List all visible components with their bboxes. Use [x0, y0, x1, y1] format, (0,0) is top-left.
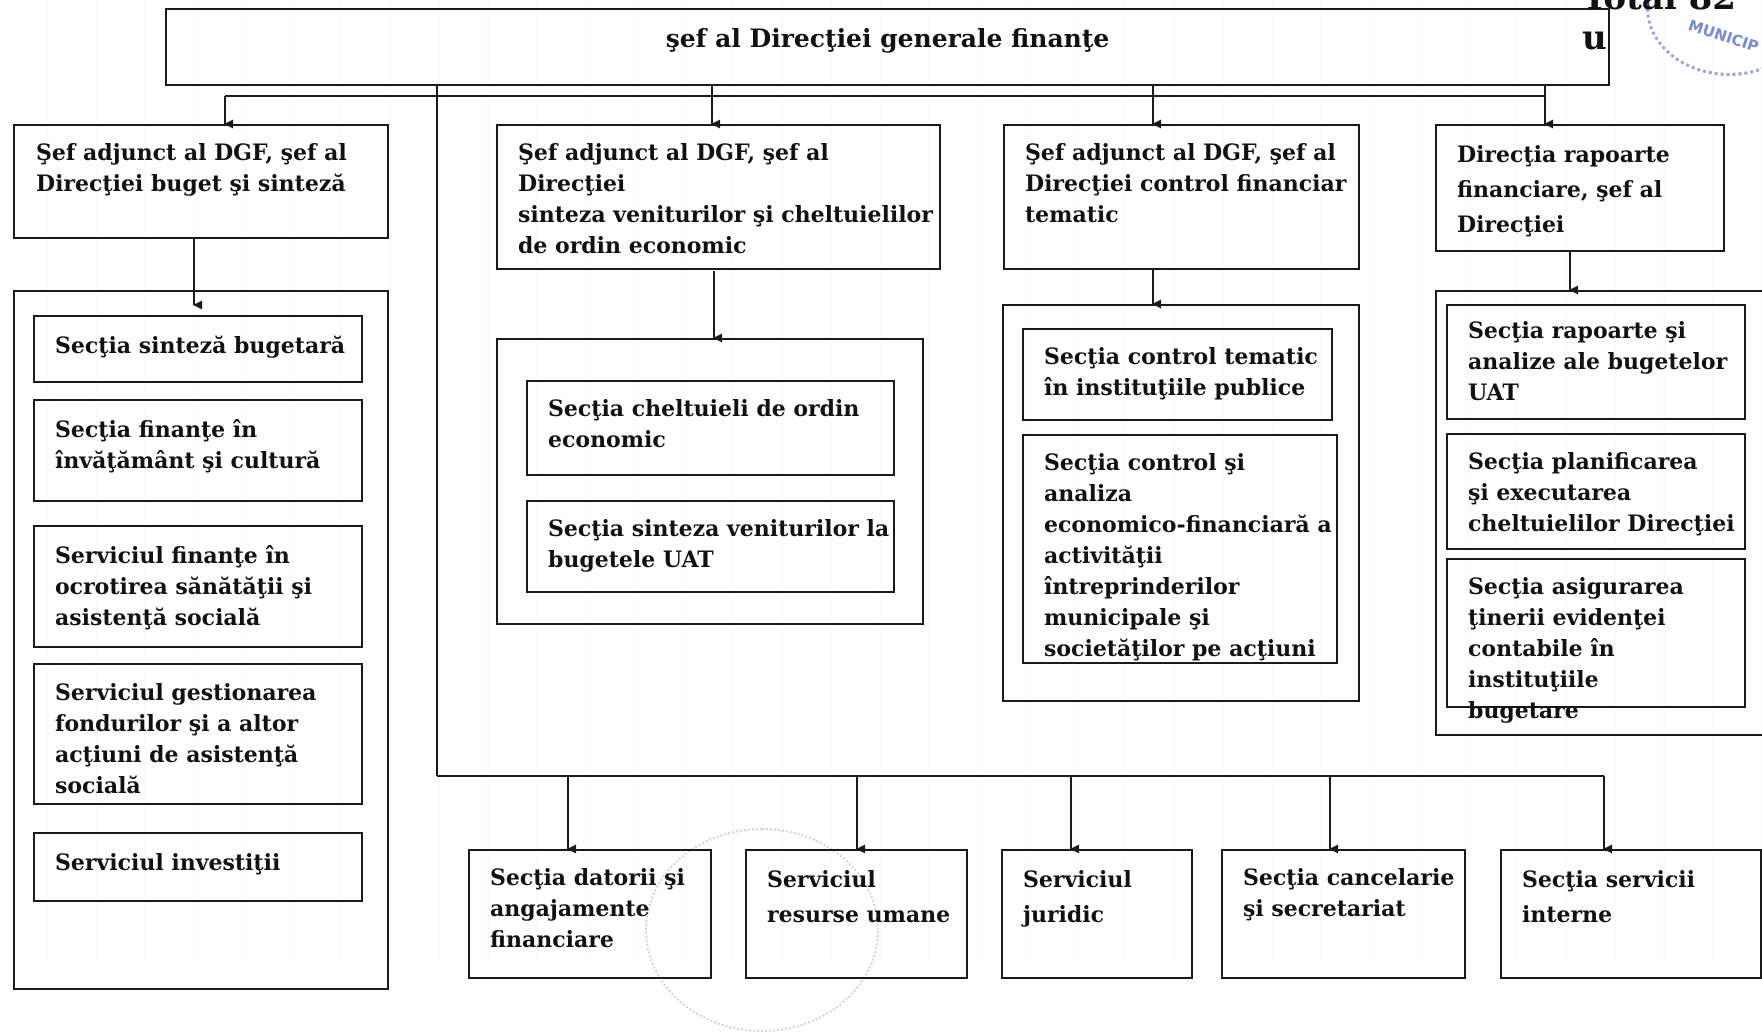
unit-box: Secţia sinteza veniturilor la bugetele U… — [526, 500, 895, 593]
unit-label: Secţia cancelarie şi secretariat — [1243, 865, 1455, 922]
unit-box: Secţia planificarea şi executarea cheltu… — [1446, 433, 1746, 550]
unit-box: Secţia control şi analiza economico-fina… — [1022, 434, 1338, 664]
unit-box: Secţia finanţe în învăţământ şi cultură — [33, 399, 363, 502]
unit-label: Secţia asigurarea ţinerii evidenţei cont… — [1468, 574, 1684, 724]
unit-label: Serviciul juridic — [1023, 867, 1132, 928]
unit-label: Secţia servicii interne — [1522, 867, 1695, 928]
group-rapoarte-financiare — [1435, 290, 1762, 736]
unit-label: Serviciul investiţii — [55, 850, 281, 876]
unit-label: Secţia finanţe în învăţământ şi cultură — [55, 417, 321, 474]
unit-label: Serviciul finanţe în ocrotirea sănătăţii… — [55, 543, 312, 631]
unit-label: Secţia sinteză bugetară — [55, 333, 346, 359]
deputy-box-rapoarte-financiare: Direcţia rapoarte financiare, şef al Dir… — [1435, 124, 1725, 252]
unit-label: Secţia sinteza veniturilor la bugetele U… — [548, 516, 890, 573]
group-control-financiar — [1002, 304, 1360, 702]
deputy-box-venituri-cheltuieli: Şef adjunct al DGF, şef al Direcţiei sin… — [496, 124, 941, 270]
deputy-box-control-financiar: Şef adjunct al DGF, şef al Direcţiei con… — [1003, 124, 1360, 270]
deputy-label: Şef adjunct al DGF, şef al Direcţiei con… — [1025, 140, 1347, 228]
deputy-label: Şef adjunct al DGF, şef al Direcţiei bug… — [36, 140, 347, 197]
director-box: şef al Direcţiei generale finanţe — [165, 8, 1610, 86]
unit-label: Secţia rapoarte şi analize ale bugetelor… — [1468, 318, 1728, 406]
unit-box: Secţia asigurarea ţinerii evidenţei cont… — [1446, 558, 1746, 724]
stamp-seal: MUNICIP — [1646, 0, 1762, 76]
unit-label: Secţia control şi analiza economico-fina… — [1044, 450, 1332, 662]
deputy-label: Direcţia rapoarte financiare, şef al Dir… — [1457, 142, 1670, 238]
unit-label: Secţia datorii şi angajamente financiare — [490, 865, 685, 953]
unit-box: Secţia sinteză bugetară — [33, 315, 363, 383]
unit-label: Secţia control tematic în instituţiile p… — [1044, 344, 1318, 401]
bottom-unit-box: Secţia cancelarie şi secretariat — [1221, 849, 1466, 979]
bottom-unit-box: Secţia servicii interne — [1500, 849, 1762, 979]
connector-lines — [193, 84, 1613, 854]
unit-label: Secţia cheltuieli de ordin economic — [548, 396, 860, 453]
unit-box: Serviciul finanţe în ocrotirea sănătăţii… — [33, 525, 363, 648]
unit-label: Secţia planificarea şi executarea cheltu… — [1468, 449, 1735, 537]
unit-box: Secţia control tematic în instituţiile p… — [1022, 328, 1333, 421]
unit-box: Serviciul investiţii — [33, 832, 363, 902]
bottom-unit-box: Secţia datorii şi angajamente financiare — [468, 849, 712, 979]
bottom-unit-box: Serviciul juridic — [1001, 849, 1193, 979]
unit-label: Serviciul gestionarea fondurilor şi a al… — [55, 680, 317, 799]
group-venituri-cheltuieli — [496, 338, 924, 625]
bottom-unit-box: Serviciul resurse umane — [745, 849, 968, 979]
unit-box: Secţia rapoarte şi analize ale bugetelor… — [1446, 304, 1746, 420]
deputy-box-buget-sinteza: Şef adjunct al DGF, şef al Direcţiei bug… — [13, 124, 389, 239]
unit-label: Serviciul resurse umane — [767, 867, 951, 928]
stamp-text: MUNICIP — [1686, 16, 1761, 56]
director-title: şef al Direcţiei generale finanţe — [665, 24, 1110, 53]
unit-box: Serviciul gestionarea fondurilor şi a al… — [33, 663, 363, 805]
unit-box: Secţia cheltuieli de ordin economic — [526, 380, 895, 476]
corner-area: Total 82 u MUNICIP — [1582, 0, 1762, 80]
deputy-label: Şef adjunct al DGF, şef al Direcţiei sin… — [518, 140, 933, 259]
